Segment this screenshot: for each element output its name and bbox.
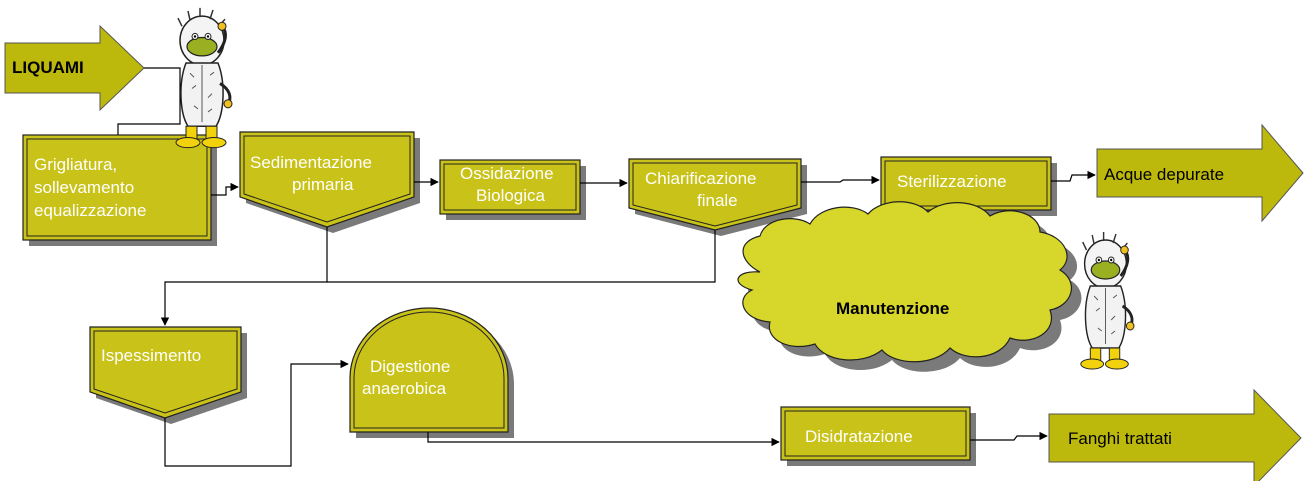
output-fanghi-label: Fanghi trattati xyxy=(1068,429,1172,448)
node-sedimentazione-line-2: primaria xyxy=(292,175,354,194)
node-digestione-line-1: Digestione xyxy=(370,357,450,376)
connector-disid-fanghi xyxy=(970,431,1048,441)
node-ossidazione: Ossidazione Biologica xyxy=(439,159,586,220)
mascot-icon xyxy=(174,6,234,150)
node-sedimentazione-line-1: Sedimentazione xyxy=(250,153,372,172)
node-ossidazione-line-2: Biologica xyxy=(476,186,546,205)
node-disidratazione: Disidratazione xyxy=(780,406,976,466)
node-digestione: Digestione anaerobica xyxy=(349,307,514,438)
connector-dig-disid xyxy=(427,432,780,447)
node-sedimentazione: Sedimentazione primaria xyxy=(239,131,420,233)
node-chiarificazione-line-1: Chiarificazione xyxy=(645,169,757,188)
cloud-manutenzione: Manutenzione xyxy=(737,201,1082,372)
input-arrow: LIQUAMI xyxy=(4,24,145,112)
node-ossidazione-line-1: Ossidazione xyxy=(460,164,554,183)
connector-liquami xyxy=(117,67,181,136)
input-label: LIQUAMI xyxy=(12,58,84,77)
node-grigliatura-line-2: sollevamento xyxy=(34,178,134,197)
node-grigliatura-line-1: Grigliatura, xyxy=(34,155,117,174)
output-arrow-acque: Acque depurate xyxy=(1096,123,1304,223)
node-grigliatura: Grigliatura, sollevamento equalizzazione xyxy=(22,134,217,246)
node-sterilizzazione-line-1: Sterilizzazione xyxy=(897,172,1007,191)
output-acque-label: Acque depurate xyxy=(1104,165,1224,184)
connector-chiar-isp xyxy=(327,230,716,283)
node-chiarificazione-line-2: finale xyxy=(697,191,738,210)
output-arrow-fanghi: Fanghi trattati xyxy=(1048,388,1302,481)
node-disidratazione-line-1: Disidratazione xyxy=(805,427,913,446)
node-ispessimento-line-1: Ispessimento xyxy=(101,346,201,365)
mascot-icon xyxy=(1079,230,1136,371)
cloud-label: Manutenzione xyxy=(836,299,949,318)
connector-grig-sed xyxy=(211,182,239,196)
connector-ster-acque xyxy=(1051,170,1096,182)
connector-chiar-ster xyxy=(801,175,880,185)
node-ispessimento: Ispessimento xyxy=(89,326,247,424)
node-grigliatura-line-3: equalizzazione xyxy=(34,201,146,220)
connector-isp-dig xyxy=(164,359,349,467)
node-digestione-line-2: anaerobica xyxy=(362,379,447,398)
node-chiarificazione: Chiarificazione finale xyxy=(628,158,807,236)
connector-sed-isp xyxy=(160,227,328,326)
